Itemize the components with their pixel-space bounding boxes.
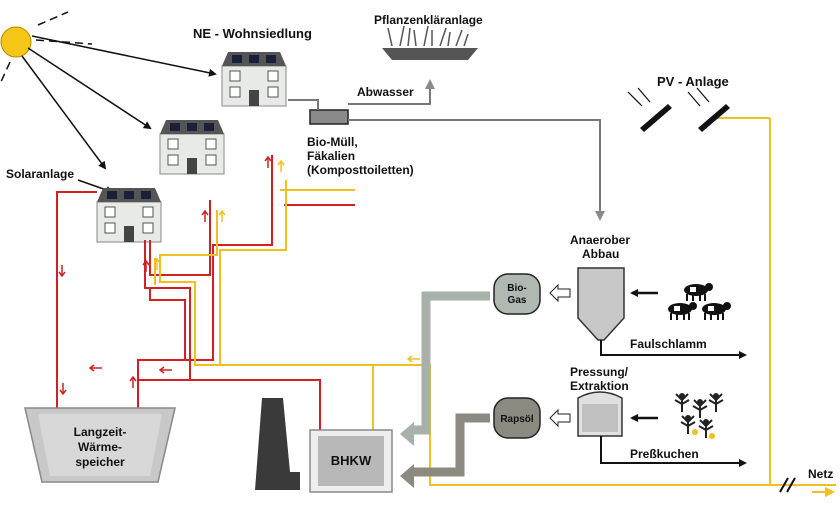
return-flow-arrows (153, 159, 420, 363)
grid-label: Netz (808, 467, 833, 481)
waste-water-label: Abwasser (357, 85, 414, 99)
biowaste-label-2: Fäkalien (307, 149, 355, 163)
house-icon (96, 187, 162, 243)
chimney-icon (255, 398, 300, 490)
press-cake-label: Preßkuchen (630, 447, 699, 461)
oil-pipe (414, 413, 490, 477)
digestate-label: Faulschlamm (630, 337, 707, 351)
cow-icon (702, 302, 731, 320)
storage-label-3: speicher (75, 455, 125, 469)
rapeseed-plant-icon (708, 392, 724, 413)
storage-label-2: Wärme- (78, 440, 122, 454)
rapeseed-plant-icon (674, 392, 690, 413)
heat-flow-arrows (58, 155, 272, 396)
hollow-arrow (549, 283, 571, 303)
plant-label: Pflanzenkläranlage (374, 13, 483, 27)
rapeseed-oil-box (493, 397, 541, 439)
sun-rays (0, 11, 217, 194)
pv-panel-icon (627, 87, 730, 132)
anaerobic-label-2: Abbau (582, 247, 619, 261)
anaerobic-label-1: Anaerober (570, 233, 630, 247)
biogas-pipe (414, 291, 490, 435)
chp-label: BHKW (331, 453, 372, 468)
house-icon (159, 119, 225, 175)
solar-label: Solaranlage (6, 167, 74, 181)
storage-label-1: Langzeit- (74, 425, 127, 439)
cow-icon (668, 302, 697, 320)
biogas-label-1: Bio- (507, 283, 526, 294)
rapeseed-plant-icon (692, 398, 708, 419)
cow-icon (684, 283, 713, 301)
heat-return-lines (154, 117, 836, 486)
grid-symbol (779, 477, 796, 493)
reed-plant-icon (382, 25, 478, 60)
house-icon (221, 51, 287, 107)
hollow-arrow (549, 408, 571, 428)
pressing-label-1: Pressung/ (570, 365, 629, 379)
waste-collector (309, 109, 349, 125)
biowaste-label-3: (Komposttoiletten) (307, 163, 414, 177)
biogas-label-2: Gas (508, 295, 527, 306)
settlement-label: NE - Wohnsiedlung (193, 26, 312, 41)
biowaste-label-1: Bio-Müll, (307, 135, 358, 149)
rapeseed-oil-label: Rapsöl (500, 414, 534, 425)
pressing-label-2: Extraktion (570, 379, 629, 393)
waste-water-lines (288, 79, 605, 221)
anaerobic-digester (577, 267, 625, 341)
pv-label: PV - Anlage (657, 74, 729, 89)
heat-supply-lines (56, 155, 355, 430)
biogas-box (493, 273, 541, 315)
sun-icon (0, 26, 32, 58)
